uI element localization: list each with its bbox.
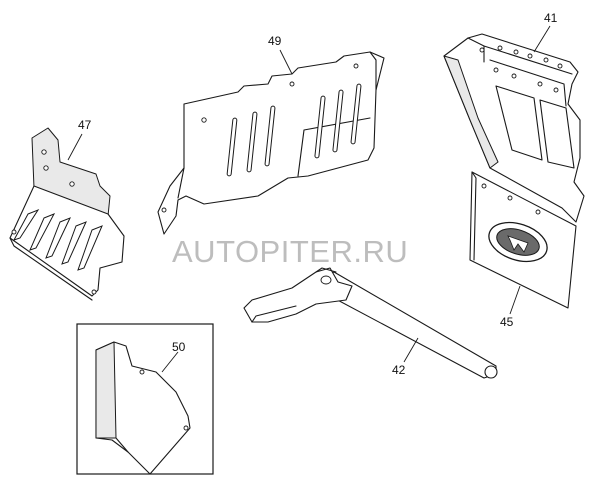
- part-47-slots: [12, 208, 103, 271]
- part-41-mudguard-frame: [443, 33, 585, 223]
- watermark-text: AUTOPITER.RU: [172, 234, 408, 269]
- part-47-slotted-bracket: [9, 127, 125, 301]
- callout-45: 45: [500, 315, 514, 329]
- callout-41: 41: [544, 11, 558, 25]
- brand-logo-emblem: [488, 221, 548, 263]
- part-50-inset-box: [76, 323, 214, 475]
- callout-47: 47: [78, 118, 92, 132]
- part-45-mud-flap: [469, 171, 577, 309]
- callout-49: 49: [268, 34, 282, 48]
- callouts: 49 47 41 45 42 50: [67, 11, 558, 377]
- callout-42: 42: [392, 363, 406, 377]
- part-49-slotted-shield: [157, 51, 385, 235]
- part-49-slots: [226, 83, 362, 177]
- callout-50: 50: [172, 340, 186, 354]
- part-41-holes: [479, 45, 563, 93]
- part-42-rod-bracket: [243, 267, 498, 379]
